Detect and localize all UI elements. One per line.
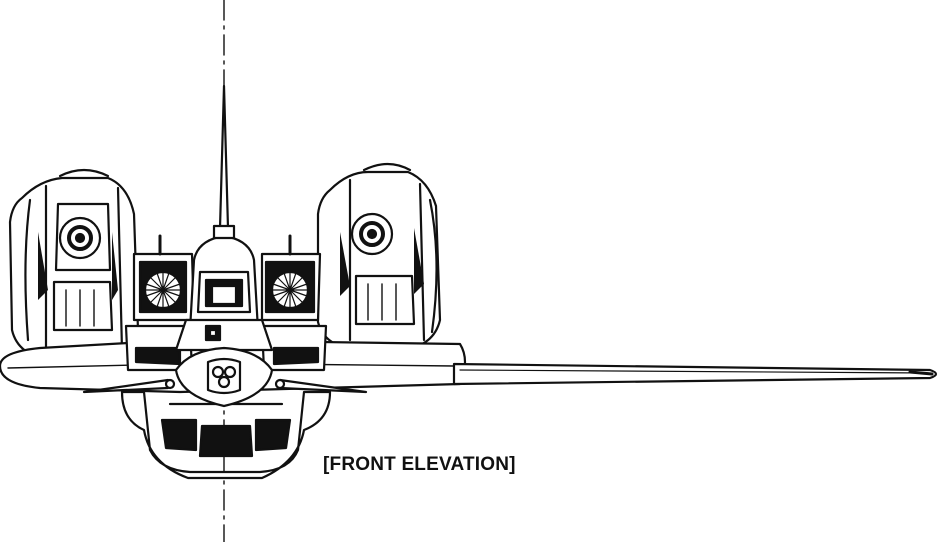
- lower-fuselage: [120, 390, 332, 480]
- left-side-intake: [124, 234, 196, 372]
- right-engine-pod: [316, 162, 442, 352]
- diagram-caption: [FRONT ELEVATION]: [323, 454, 516, 475]
- center-fuselage: [82, 234, 368, 408]
- left-engine-pod: [8, 168, 140, 362]
- right-side-intake: [260, 234, 328, 372]
- vertical-tail: [212, 84, 236, 240]
